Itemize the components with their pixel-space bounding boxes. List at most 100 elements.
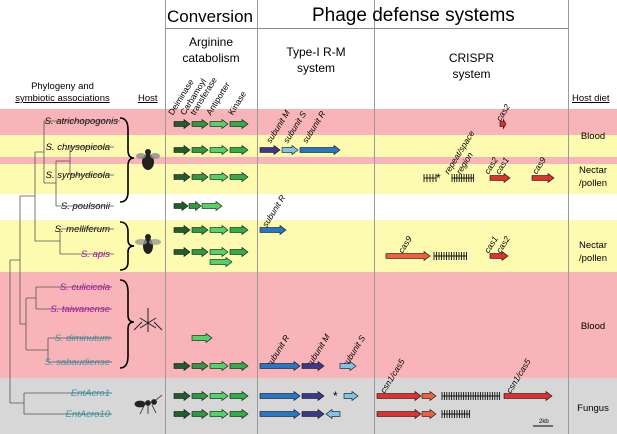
rm-sab-subunit-m (301, 360, 325, 372)
crispr-syr-cas2 (489, 172, 511, 184)
rm-ea10-subunit-m (301, 408, 325, 420)
diet-blood-top: Blood (580, 131, 606, 142)
star-entacro1: * (333, 389, 338, 403)
header-typeI-2: system (296, 61, 335, 75)
arg-syr-kinase (229, 171, 249, 183)
rm-mell-subunit-r (259, 224, 287, 236)
crispr-apis-array (433, 252, 467, 260)
arg-sab-carbamoyl (191, 360, 209, 372)
rm-sab-subunit-s (339, 360, 357, 372)
arg-mell-deiminase (173, 224, 191, 236)
crispr-ea1-cas-small (421, 390, 437, 402)
rm-ea1-subunit-s (343, 390, 359, 402)
arg-chry-deiminase (173, 144, 191, 156)
arg-mell-antiporter (209, 224, 229, 236)
separator-crispr (568, 0, 569, 434)
header-crispr-2: system (452, 67, 491, 81)
host-braces (119, 117, 135, 369)
crispr-ea10-array (441, 410, 470, 418)
diet-nectar-1: Nectar /pollen (579, 165, 607, 189)
arg-sab-kinase (229, 360, 249, 372)
diet-fungus: Fungus (577, 403, 609, 414)
crispr-ea1-csn1 (376, 390, 422, 402)
species-chrysopicola: S. chrysopicola (45, 142, 110, 153)
mosquito-icon (133, 308, 163, 332)
header-host: Host (138, 93, 158, 104)
separator-typeI (374, 0, 375, 434)
arg-ea1-carbamoyl (191, 390, 209, 402)
arg-atri-kinase (229, 118, 249, 130)
crispr-syr-array-b (451, 174, 475, 182)
species-melliferum: S. melliferum (54, 224, 110, 235)
phylogeny-tree (9, 120, 120, 415)
arg-chry-carbamoyl (191, 144, 209, 156)
diet-nectar-2: Nectar /pollen (579, 240, 607, 264)
arg-apis-carbamoyl (191, 246, 209, 258)
header-phylogeny-2: symbiotic associations (15, 93, 110, 104)
gene-arrows (173, 118, 555, 420)
header-typeI-1: Type-I R-M (286, 45, 346, 59)
crispr-ea10-csn1 (376, 408, 422, 420)
crispr-apis-cas1-cas2 (489, 250, 509, 262)
arg-mell-kinase (229, 224, 249, 236)
crispr-ea1-csn1-b (503, 390, 553, 402)
arg-apis-antiporter (209, 246, 229, 258)
arg-ea1-antiporter (209, 390, 229, 402)
arg-ea1-deiminase (173, 390, 191, 402)
rm-ea1-subunit-m (301, 390, 325, 402)
ant-icon (134, 394, 163, 415)
phage-underline (257, 28, 568, 29)
arg-mell-carbamoyl (191, 224, 209, 236)
crispr-atri-cas2 (499, 118, 507, 130)
crispr-syr-array-a (423, 174, 437, 182)
separator-host (165, 0, 166, 434)
species-atrichopogonis: S. atrichopogonis (44, 116, 118, 127)
species-diminutum: S. diminutum (54, 333, 110, 344)
arg-poul-carbamoyl (188, 200, 202, 212)
arg-ea10-kinase (229, 408, 249, 420)
species-taiwanense: S. taiwanense (50, 304, 110, 315)
arg-syr-antiporter (209, 171, 229, 183)
species-entacro10: EntAcro10 (65, 409, 110, 420)
scale-bar-label: 2kb (539, 419, 549, 425)
rm-chry-subunit-r (299, 144, 341, 156)
arg-poul-deiminase (173, 200, 189, 212)
arg-ea10-antiporter (209, 408, 229, 420)
crispr-ea10-cas-small (421, 408, 437, 420)
header-conversion: Conversion (167, 7, 253, 26)
arg-syr-carbamoyl (191, 171, 209, 183)
arg-apis-kinase (229, 246, 249, 258)
crispr-syr-cas9 (531, 172, 555, 184)
header-phage-defense: Phage defense systems (312, 5, 515, 26)
rm-chry-subunit-s (281, 144, 299, 156)
header-phylogeny-1: Phylogeny and (31, 81, 94, 92)
species-poulsonii: S. poulsonii (60, 201, 110, 212)
arg-apis-antiporter-2 (209, 256, 233, 268)
arg-atri-carbamoyl (191, 118, 209, 130)
band-yellow-chrysopicola (0, 135, 617, 157)
separator-arginine (257, 0, 258, 434)
arg-chry-kinase (229, 144, 249, 156)
arg-sab-antiporter (209, 360, 229, 372)
band-grey-ant (0, 378, 617, 434)
header-host-diet: Host diet (572, 93, 610, 104)
arg-atri-antiporter (209, 118, 229, 130)
rm-chry-subunit-m (259, 144, 281, 156)
arg-sab-deiminase (173, 360, 191, 372)
arg-syr-deiminase (173, 171, 191, 183)
arg-ea10-carbamoyl (191, 408, 209, 420)
species-syrphydicola: S. syrphydicola (45, 170, 110, 181)
fly-icon (136, 149, 160, 170)
crispr-ea1-array (441, 392, 501, 400)
arg-dim-antiporter (191, 332, 213, 344)
rm-ea1-subunit-r (259, 390, 301, 402)
rm-ea10-subunit-r (259, 408, 301, 420)
arg-atri-deiminase (173, 118, 191, 130)
arg-chry-antiporter (209, 144, 229, 156)
header-arginine-1: Arginine (188, 35, 234, 49)
band-yellow-syrphydicola (0, 164, 617, 194)
species-culicicola: S. culicicola (59, 282, 110, 293)
rm-sab-subunit-r (259, 360, 301, 372)
crispr-arrays (423, 174, 501, 418)
